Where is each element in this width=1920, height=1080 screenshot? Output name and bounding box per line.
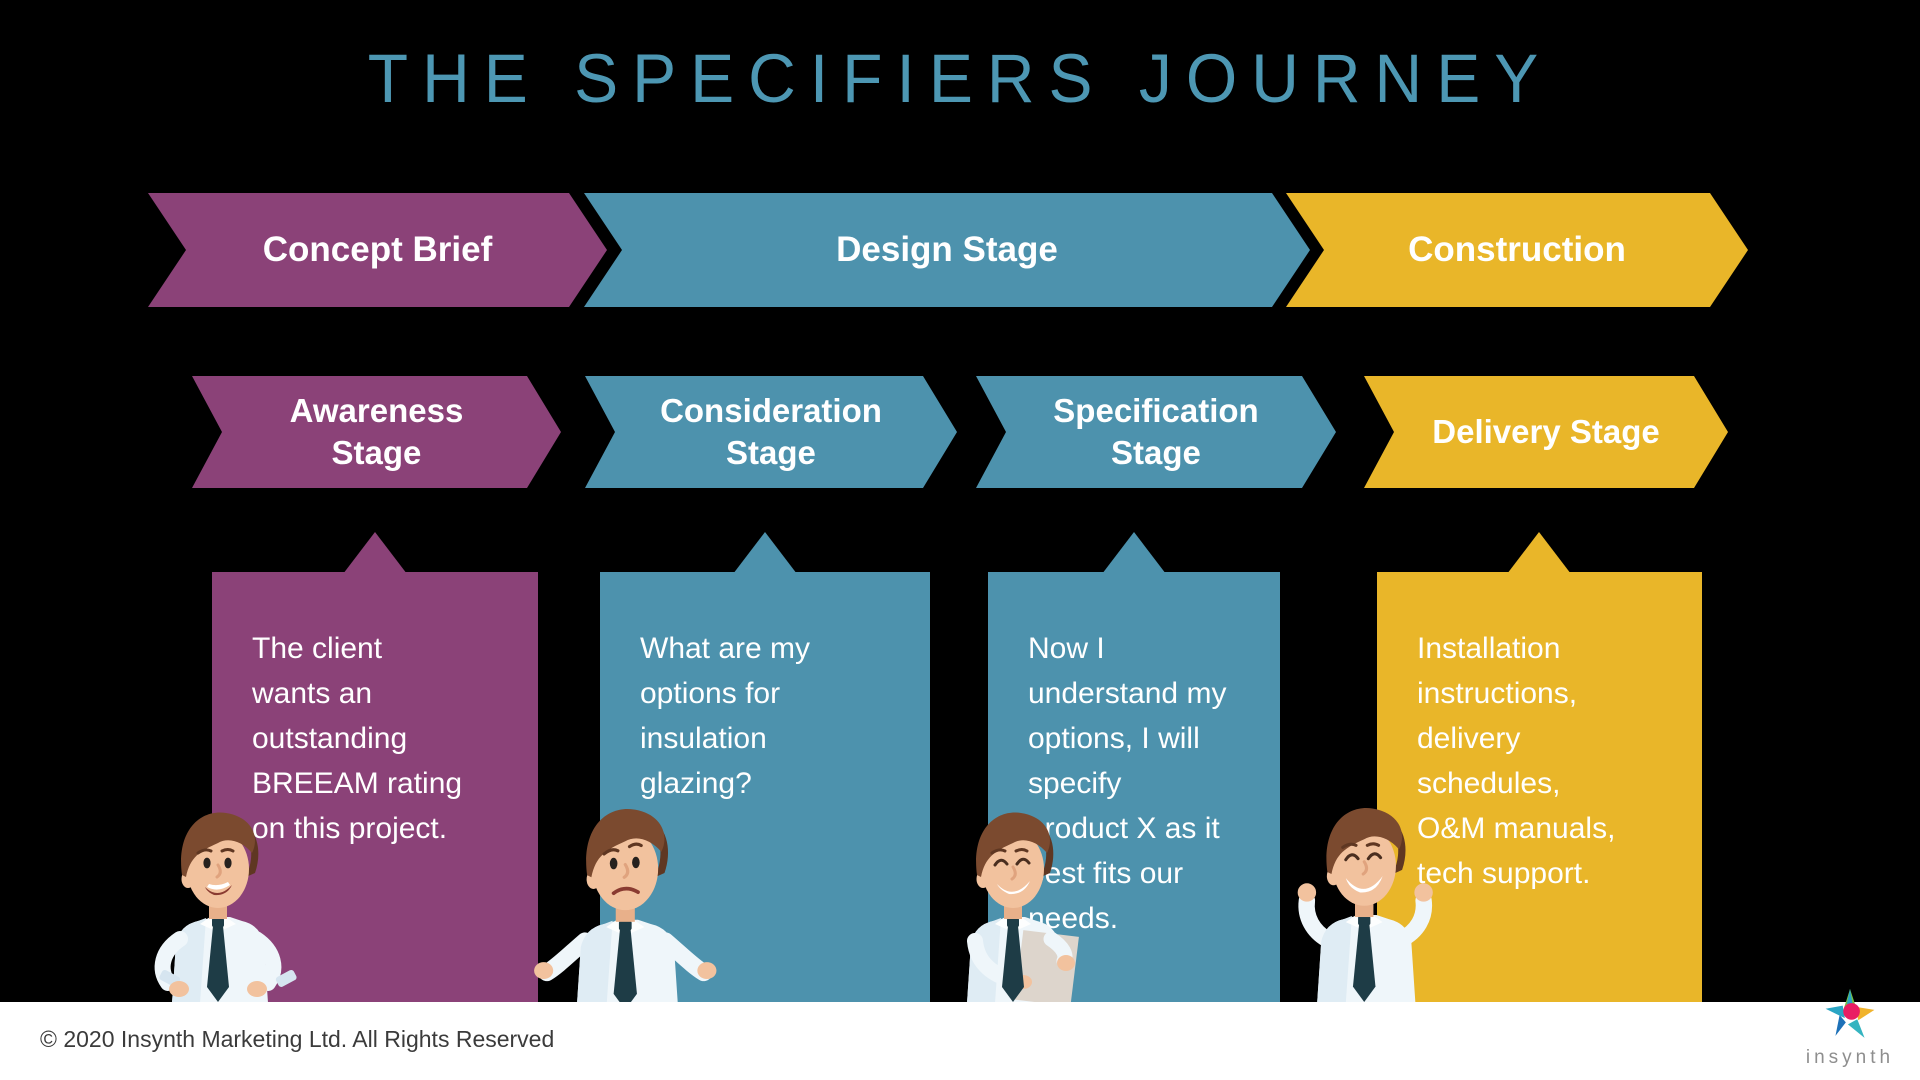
- character-celebrating-illustration: [1297, 808, 1433, 1003]
- speech-bubble-specification: Now I understand my options, I will spec…: [988, 572, 1280, 1003]
- insynth-logo: insynth: [1790, 988, 1910, 1069]
- stage-banner-design-stage: Design Stage: [584, 193, 1310, 307]
- insynth-logo-text: insynth: [1805, 1047, 1895, 1068]
- speech-bubble-tail: [733, 532, 797, 574]
- copyright-text: © 2020 Insynth Marketing Ltd. All Rights…: [40, 1026, 555, 1052]
- substage-banner-consideration: Consideration Stage: [585, 376, 957, 488]
- stage-banner-construction: Construction: [1286, 193, 1748, 307]
- speech-bubble-awareness: The client wants an outstanding BREEAM r…: [212, 572, 538, 1003]
- speech-bubble-delivery: Installation instructions, delivery sche…: [1377, 572, 1702, 1003]
- speech-bubble-tail: [343, 532, 407, 574]
- substage-banner-awareness: Awareness Stage: [192, 376, 561, 488]
- footer-bar: © 2020 Insynth Marketing Ltd. All Rights…: [0, 989, 1920, 1080]
- substage-banner-label: Specification Stage: [1053, 391, 1259, 471]
- speech-bubble-tail: [1102, 532, 1166, 574]
- page-title: THE SPECIFIERS JOURNEY: [367, 39, 1553, 117]
- substage-banner-label: Consideration Stage: [660, 391, 882, 471]
- stage-banner-label: Construction: [1408, 230, 1626, 269]
- stage-banner-concept-brief: Concept Brief: [148, 193, 607, 307]
- stage-banner-label: Design Stage: [836, 230, 1058, 269]
- character-reading-document-illustration: [967, 812, 1079, 1003]
- stage-banner-label: Concept Brief: [262, 230, 493, 269]
- substage-banner-label: Delivery Stage: [1432, 412, 1660, 450]
- speech-bubble-tail: [1507, 532, 1571, 574]
- character-shrugging-illustration: [534, 808, 717, 1011]
- character-hands-on-hips-illustration: [154, 812, 297, 1003]
- insynth-star-icon: [1825, 989, 1875, 1038]
- substage-banner-specification: Specification Stage: [976, 376, 1336, 488]
- substage-banner-label: Awareness Stage: [289, 391, 464, 471]
- substage-banner-delivery: Delivery Stage: [1364, 376, 1728, 488]
